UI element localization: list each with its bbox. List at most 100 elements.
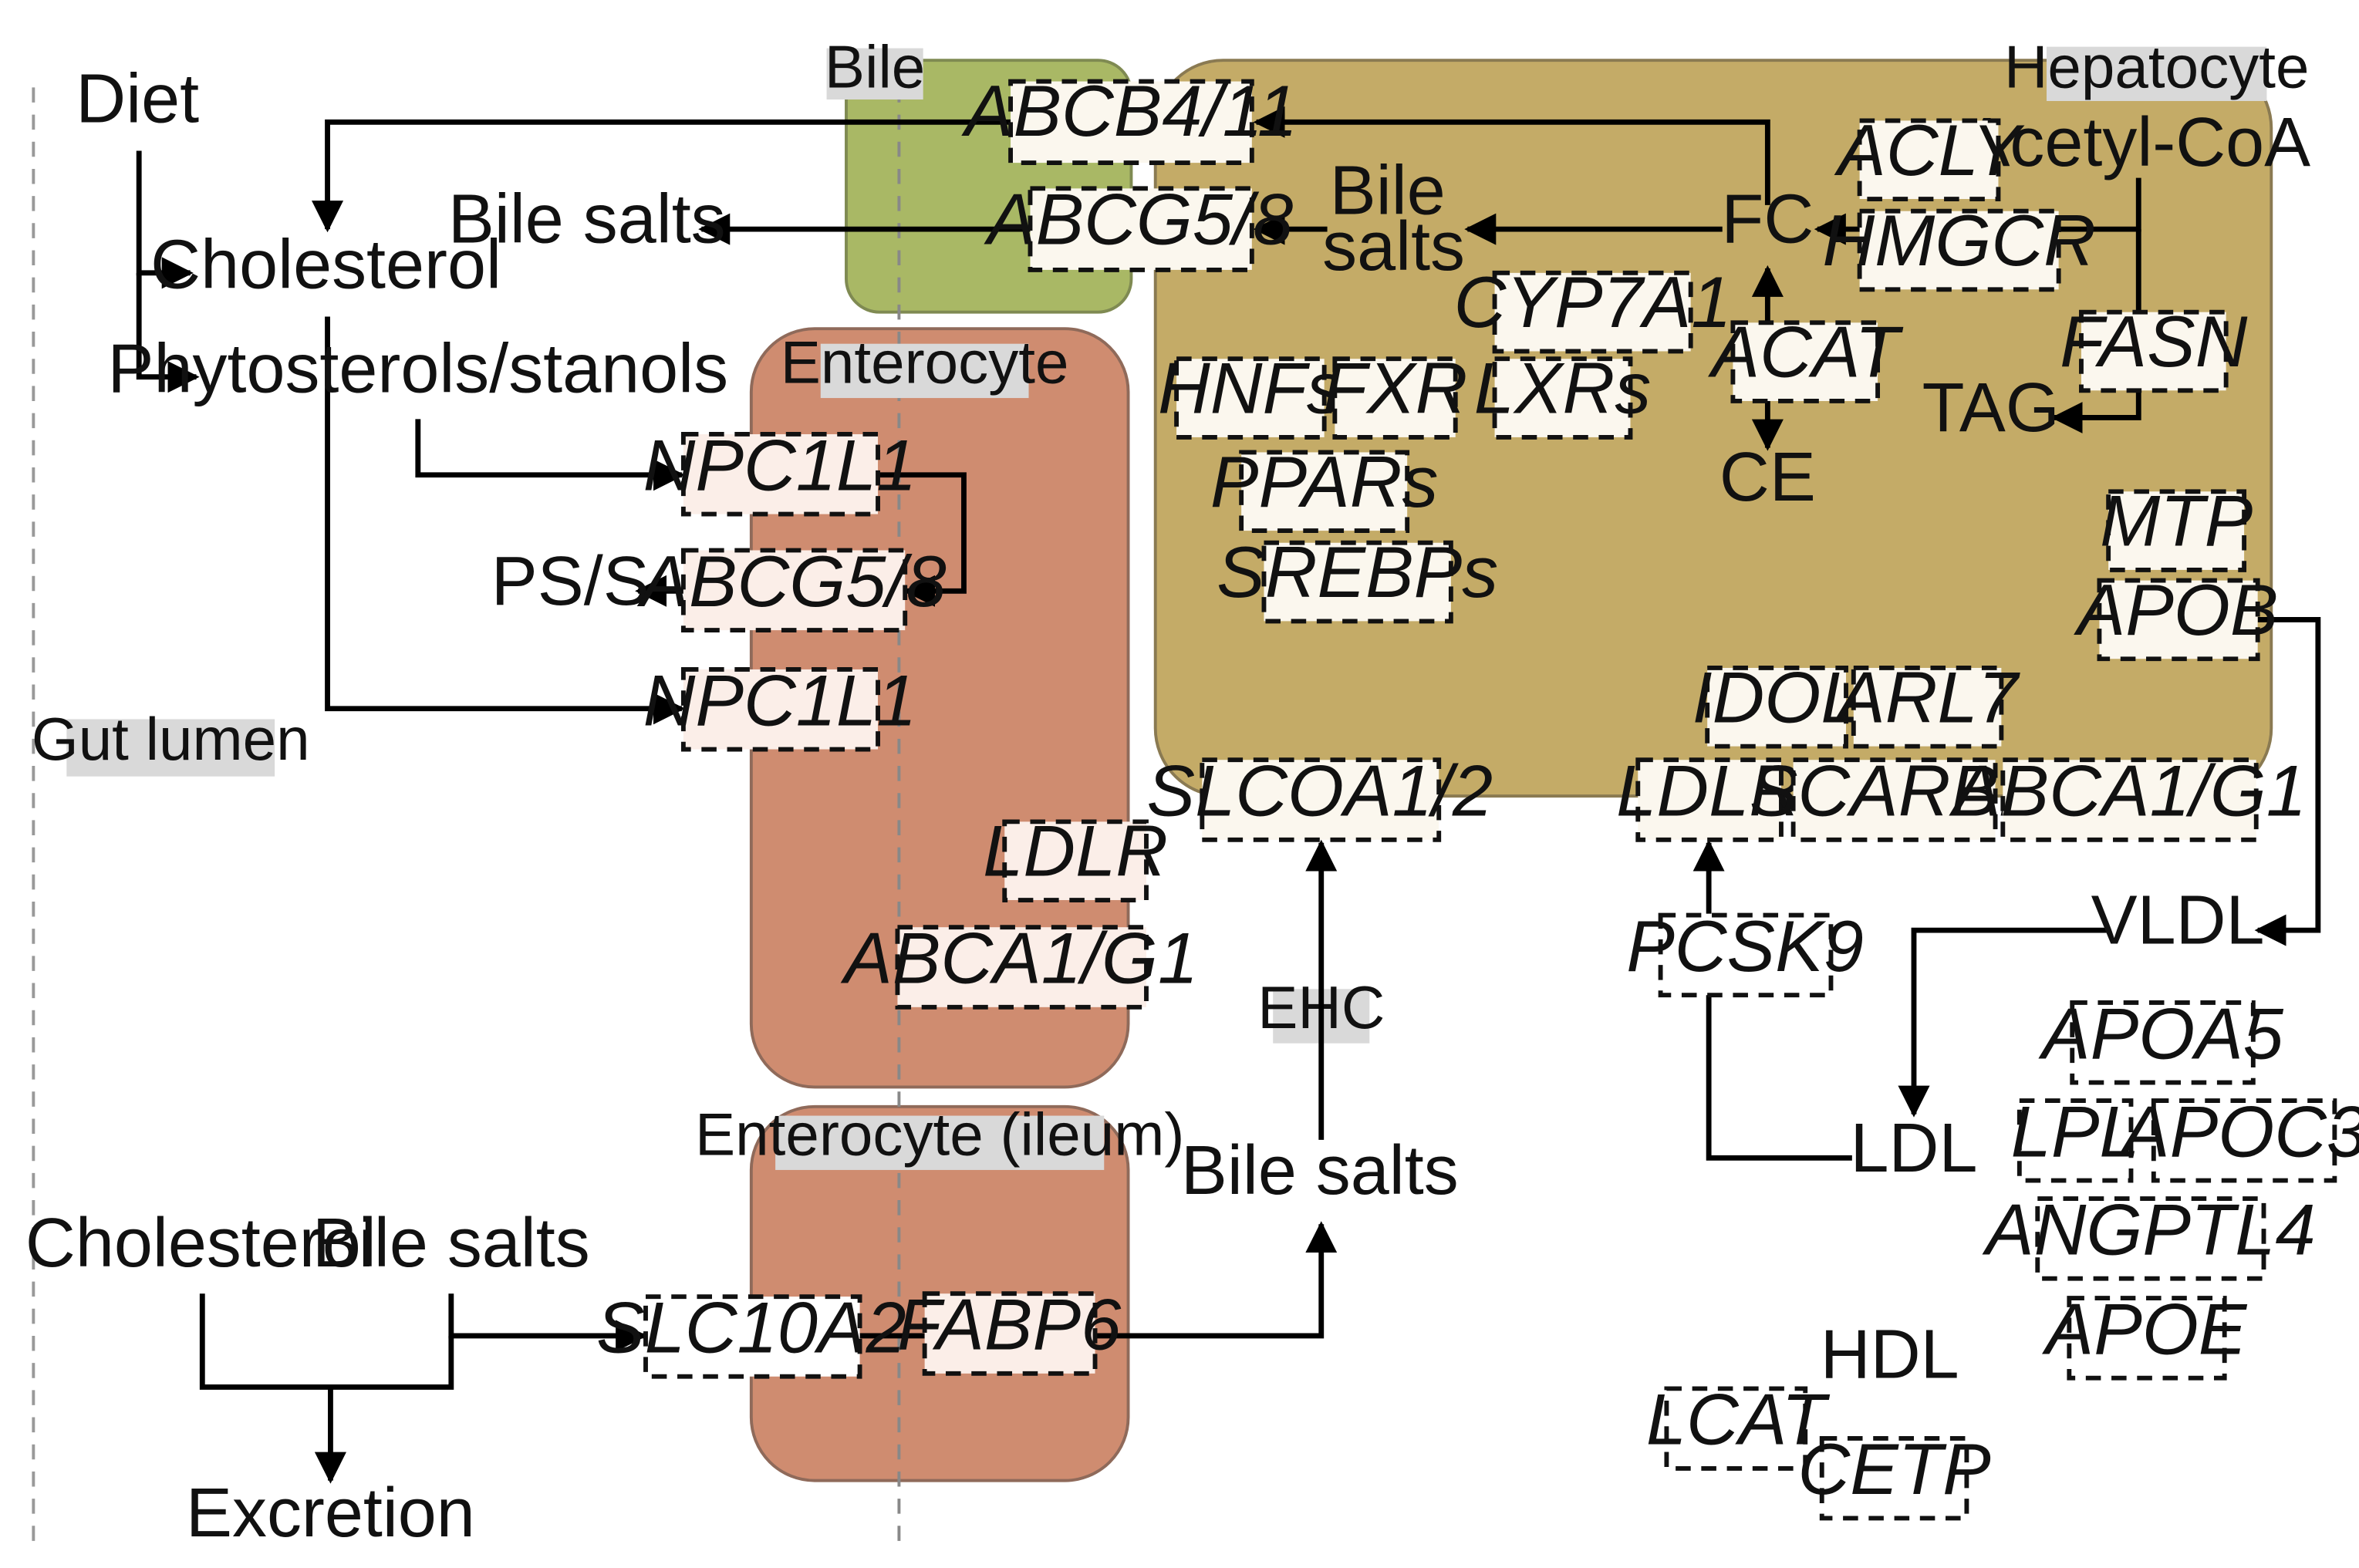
acetyl-coa-label: Acetyl-CoA <box>1963 104 2310 181</box>
svg-text:SLCOA1/2: SLCOA1/2 <box>1147 750 1493 831</box>
svg-text:LDLR: LDLR <box>983 811 1168 892</box>
gut-lumen-label-bg <box>66 719 275 777</box>
metabolite-labels: Diet Cholesterol Phytosterols/stanols Bi… <box>25 60 2310 1552</box>
svg-text:CETP: CETP <box>1797 1428 1990 1509</box>
ehc-bile-salts-label: Bile salts <box>1181 1132 1459 1209</box>
svg-text:PPARs: PPARs <box>1210 441 1438 522</box>
gene-slcoa1-2: SLCOA1/2 <box>1147 750 1493 842</box>
gene-apob: APOB <box>2074 569 2279 662</box>
hepatocyte-label-bg <box>2047 46 2267 101</box>
ldl-to-pcsk9-line <box>1706 995 1852 1161</box>
svg-text:ACAT: ACAT <box>1708 312 1904 393</box>
ps-s-label: PS/S <box>491 543 650 620</box>
vldl-label: VLDL <box>2091 882 2265 959</box>
svg-text:ACLY: ACLY <box>1834 110 2025 191</box>
gene-acat: ACAT <box>1708 312 1904 403</box>
apob-to-vldl-arrow <box>2254 617 2321 946</box>
ldl-label: LDL <box>1851 1110 1978 1187</box>
svg-text:CYP7A1: CYP7A1 <box>1454 261 1732 342</box>
fabp6-to-bile-salts-arrow <box>1095 1221 1338 1339</box>
gene-abcg5-8-enterocyte: ABCG5/8 <box>636 541 947 633</box>
gene-ldlr-hepatocyte: LDLR <box>1616 750 1801 842</box>
svg-text:SCARB1: SCARB1 <box>1750 750 2039 831</box>
svg-text:FABP6: FABP6 <box>897 1284 1122 1365</box>
svg-text:NPC1L1: NPC1L1 <box>643 659 917 740</box>
gene-boxes: ABCB4/11 ABCG5/8 ACLY HMGCR CYP7A1 ACAT … <box>596 70 2359 1521</box>
svg-text:NPC1L1: NPC1L1 <box>643 424 917 505</box>
hep-bile-salts-label-line1: Bile <box>1330 153 1446 230</box>
bile-label: Bile <box>825 32 925 100</box>
gene-fabp6: FABP6 <box>897 1284 1122 1376</box>
svg-text:ABCG5/8: ABCG5/8 <box>636 541 946 622</box>
bile-salts-bottom-label: Bile salts <box>312 1205 590 1282</box>
gene-mtp: MTP <box>2100 481 2253 572</box>
gene-arl7: ARL7 <box>1833 656 2021 749</box>
excretion-label: Excretion <box>186 1475 475 1552</box>
svg-text:ARL7: ARL7 <box>1833 656 2021 737</box>
svg-text:FXR: FXR <box>1323 348 1468 429</box>
gene-scarb1: SCARB1 <box>1750 750 2039 842</box>
svg-text:PCSK9: PCSK9 <box>1626 905 1864 986</box>
svg-text:ABCA1/G1: ABCA1/G1 <box>840 918 1198 999</box>
gene-pcsk9: PCSK9 <box>1626 905 1864 998</box>
bile-salts-left-label: Bile salts <box>448 181 726 258</box>
enterocyte-label: Enterocyte <box>781 329 1069 396</box>
gene-npc1l1-top: NPC1L1 <box>643 424 917 517</box>
gene-cetp: CETP <box>1797 1428 1991 1521</box>
svg-text:ABCG5/8: ABCG5/8 <box>984 179 1293 260</box>
gene-lcat: LCAT <box>1646 1379 1831 1471</box>
gene-cyp7a1: CYP7A1 <box>1454 261 1732 354</box>
gene-abcg5-8-bile: ABCG5/8 <box>984 179 1293 272</box>
cholesterol-label: Cholesterol <box>150 226 501 303</box>
gene-lpl: LPL <box>2011 1091 2140 1183</box>
gene-idol: IDOL <box>1692 656 1861 749</box>
svg-text:FASN: FASN <box>2060 301 2248 382</box>
fc-to-abcb4-arrow <box>1253 106 1770 205</box>
gene-npc1l1-bottom: NPC1L1 <box>643 659 917 752</box>
gene-abca1-g1-enterocyte: ABCA1/G1 <box>840 918 1198 1010</box>
enterocyte-label-bg <box>820 343 1029 399</box>
acetyl-coa-to-tag-arrow <box>2050 229 2141 434</box>
svg-text:APOA5: APOA5 <box>2038 993 2284 1074</box>
gene-abca1-g1-hepatocyte: ABCA1/G1 <box>1949 750 2307 842</box>
gene-hnfs: HNFs <box>1158 348 1343 440</box>
svg-text:LPL: LPL <box>2011 1091 2140 1172</box>
svg-text:ABCB4/11: ABCB4/11 <box>961 70 1298 151</box>
svg-text:SLC10A2: SLC10A2 <box>596 1286 906 1367</box>
gene-angptl4: ANGPTL4 <box>1982 1189 2316 1281</box>
svg-text:SREBPs: SREBPs <box>1217 531 1498 612</box>
svg-text:LCAT: LCAT <box>1646 1379 1831 1460</box>
npc1l1-to-abcg58-arrow <box>878 472 967 607</box>
svg-text:APOC3: APOC3 <box>2118 1091 2359 1172</box>
gene-apoa5: APOA5 <box>2038 993 2284 1085</box>
excretion-bracket <box>199 1293 454 1390</box>
gene-abcb4-11: ABCB4/11 <box>961 70 1298 166</box>
enterocyte-ileum-label-bg <box>775 1115 1105 1170</box>
svg-text:ANGPTL4: ANGPTL4 <box>1982 1189 2316 1270</box>
abcb4-to-cholesterol-arrow <box>312 119 1011 233</box>
cholesterol-to-npc1l1-arrow <box>325 316 686 725</box>
hepatocyte-label: Hepatocyte <box>2004 32 2310 100</box>
bile-label-bg <box>826 48 923 100</box>
gene-slc10a2: SLC10A2 <box>596 1286 906 1379</box>
hep-bile-salts-label-line2: salts <box>1322 208 1465 285</box>
gut-lumen-label: Gut lumen <box>32 705 310 773</box>
diet-to-phytosterols-arrow <box>136 272 200 393</box>
gene-apoe: APOE <box>2042 1288 2248 1381</box>
hdl-label: HDL <box>1821 1317 1959 1394</box>
svg-text:HMGCR: HMGCR <box>1822 200 2095 281</box>
gene-apoc3: APOC3 <box>2118 1091 2359 1183</box>
ce-label: CE <box>1719 439 1816 516</box>
svg-text:ABCA1/G1: ABCA1/G1 <box>1949 750 2307 831</box>
gene-hmgcr: HMGCR <box>1822 200 2096 292</box>
gene-ppars: PPARs <box>1210 441 1438 534</box>
vldl-to-ldl-arrow <box>1898 927 2108 1118</box>
gene-fasn: FASN <box>2060 301 2248 393</box>
svg-text:APOB: APOB <box>2074 569 2279 650</box>
svg-text:APOE: APOE <box>2042 1288 2248 1369</box>
gene-ldlr-enterocyte: LDLR <box>983 811 1168 902</box>
gene-lxrs: LXRs <box>1474 348 1651 440</box>
svg-text:LXRs: LXRs <box>1474 348 1651 429</box>
gene-srebps: SREBPs <box>1217 531 1498 624</box>
